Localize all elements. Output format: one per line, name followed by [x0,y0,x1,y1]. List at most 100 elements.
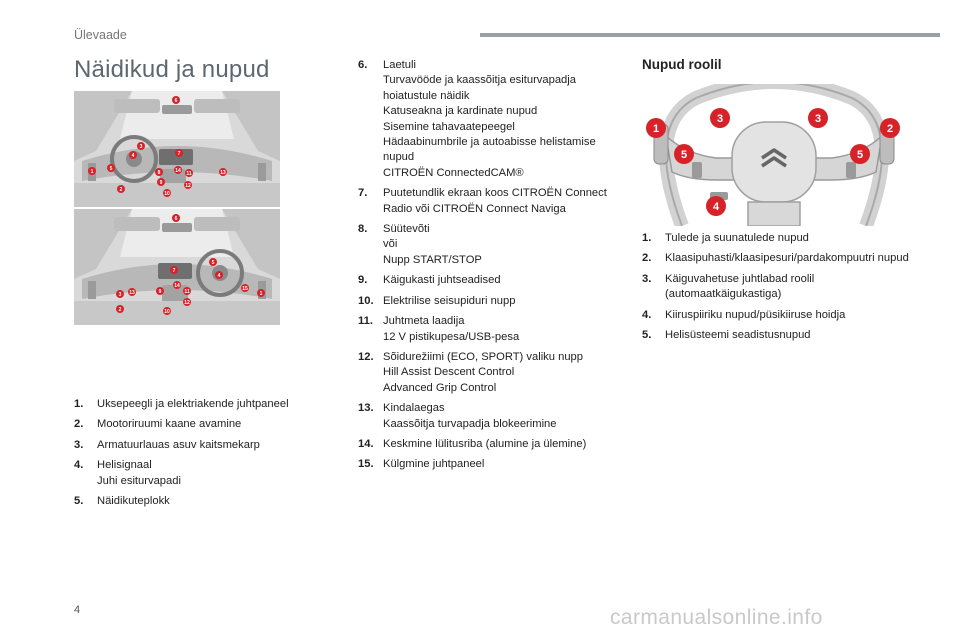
callout-badge [183,287,191,295]
callout-badge [174,166,182,174]
item-text: Käiguvahetuse juhtlabad roolil (automaat… [665,272,815,301]
item-number: 3. [74,438,84,451]
callout-label: 6 [175,98,178,104]
item-text: Helisignaal Juhi esiturvapadi [97,459,181,487]
callout-label: 4 [713,201,720,213]
list-item: 4. Helisignaal Juhi esiturvapadi [74,458,344,489]
callout-badge [107,164,115,172]
callout-label: 2 [887,123,893,135]
callout-label: 3 [119,292,122,298]
page-title: Näidikud ja nupud [74,56,270,83]
callout-badge [155,168,163,176]
steering-wheel-illustration: 1 2 3 3 4 5 5 [646,84,900,226]
callout-label: 13 [220,170,226,176]
item-text: Helisüsteemi seadistusnupud [665,329,811,342]
callout-badge [646,118,666,138]
list-item: 5. Näidikuteplokk [74,494,344,509]
item-text: Uksepeegli ja elektriakende juhtpaneel [97,398,289,410]
dashboard-illustration-bottom: 6 5 4 7 9 14 11 12 10 13 1 2 3 15 [74,209,280,325]
callout-label: 9 [159,289,162,295]
controls-list-left: 1. Uksepeegli ja elektriakende juhtpaneel… [74,397,344,514]
item-text: Keskmine lülitusriba (alumine ja ülemine… [383,437,587,450]
item-number: 2. [642,252,652,265]
callout-badge [172,96,180,104]
callout-badge [116,290,124,298]
callout-badge [850,144,870,164]
steering-controls-list: 1. Tulede ja suunatulede nupud 2.Klaasipu… [642,231,912,348]
list-item: 2.Klaasipuhasti/klaasipesuri/pardakompuu… [642,251,912,266]
callout-badge [137,142,145,150]
item-text: Sõidurežiimi (ECO, SPORT) valiku nupp Hi… [383,350,583,394]
callout-badge [163,189,171,197]
callout-badge [163,307,171,315]
callout-badge [183,298,191,306]
callout-label: 10 [164,191,170,197]
callout-label: 2 [119,307,122,313]
item-text: Juhtmeta laadija 12 V pistikupesa/USB-pe… [383,315,520,343]
steering-controls-heading: Nupud roolil [642,57,722,72]
list-item: 9.Käigukasti juhtseadised [358,273,613,288]
list-item: 15. Külgmine juhtpaneel [358,457,613,472]
callout-badge [880,118,900,138]
list-item: 5.Helisüsteemi seadistusnupud [642,328,912,343]
item-text: Laetuli Turvavööde ja kaassõitja esiturv… [383,59,596,179]
item-number: 12. [358,350,374,363]
list-item: 14. Keskmine lülitusriba (alumine ja ülem… [358,437,613,452]
header-bar [480,33,940,37]
callout-badge [185,169,193,177]
callout-badge [157,178,165,186]
callout-label: 3 [815,113,821,125]
callout-badge [674,144,694,164]
callout-label: 2 [120,187,123,193]
callout-badge [710,108,730,128]
list-item: 11. Juhtmeta laadija 12 V pistikupesa/USB… [358,314,613,345]
callout-label: 13 [129,290,135,296]
item-number: 4. [74,459,84,472]
list-item: 1. Tulede ja suunatulede nupud [642,231,912,246]
callout-badge [88,167,96,175]
callout-label: 3 [717,113,723,125]
item-number: 5. [74,495,84,508]
item-number: 15. [358,458,374,471]
list-item: 6.Laetuli Turvavööde ja kaassõitja esitu… [358,58,613,181]
callout-badge [241,284,249,292]
callout-badge [117,185,125,193]
callout-badge [209,258,217,266]
item-number: 3. [642,272,652,285]
callout-label: 12 [184,300,190,306]
callout-label: 5 [212,260,215,266]
list-item: 3. Käiguvahetuse juhtlabad roolil (automa… [642,272,912,303]
callout-badge [706,196,726,216]
item-number: 14. [358,437,374,450]
callout-badge [172,214,180,222]
callout-label: 9 [160,180,163,186]
callout-label: 6 [175,216,178,222]
callout-label: 5 [857,149,863,161]
callout-label: 7 [178,151,181,157]
item-text: Puutetundlik ekraan koos CITROËN Connect… [383,187,607,215]
callout-badge [219,168,227,176]
item-text: Kindalaegas Kaassõitja turvapadja blokee… [383,402,557,430]
callout-badge [173,281,181,289]
item-number: 10. [358,294,374,307]
item-text: Külgmine juhtpaneel [383,458,485,471]
item-number: 11. [358,315,373,328]
callout-label: 7 [173,268,176,274]
callout-label: 3 [140,144,143,150]
controls-list-middle: 6.Laetuli Turvavööde ja kaassõitja esitu… [358,58,613,478]
item-number: 1. [74,398,84,410]
callout-badge [808,108,828,128]
item-text: Tulede ja suunatulede nupud [665,232,809,244]
callout-label: 1 [653,123,659,135]
item-text: Näidikuteplokk [97,495,170,508]
callout-badge [215,271,223,279]
callout-label: 14 [175,168,181,174]
callout-badge [184,181,192,189]
list-item: 8.Süütevõti või Nupp START/STOP [358,222,613,268]
item-number: 1. [642,232,652,244]
callout-label: 11 [186,171,192,177]
list-item: 1. Uksepeegli ja elektriakende juhtpaneel [74,397,344,412]
item-number: 9. [358,274,368,287]
item-number: 4. [642,308,652,321]
callout-label: 12 [185,183,191,189]
